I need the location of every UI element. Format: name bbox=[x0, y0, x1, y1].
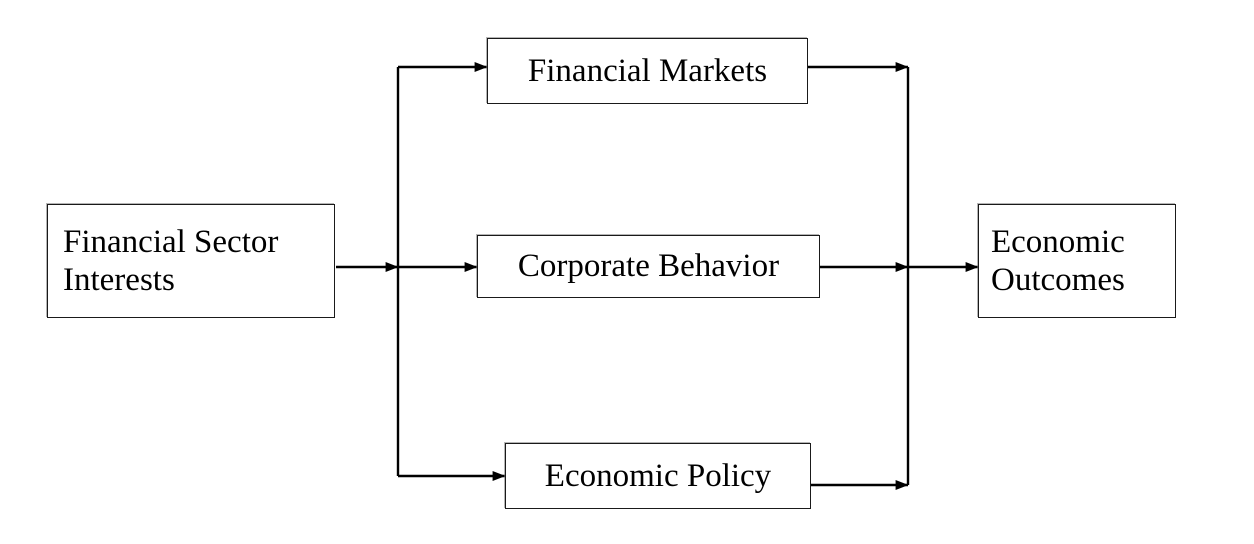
node-financial-sector-interests-label: Financial Sector Interests bbox=[63, 223, 279, 298]
node-financial-markets: Financial Markets bbox=[487, 38, 808, 104]
node-financial-markets-label: Financial Markets bbox=[527, 52, 768, 89]
node-economic-outcomes: Economic Outcomes bbox=[978, 204, 1176, 318]
node-economic-policy: Economic Policy bbox=[505, 443, 811, 509]
node-economic-outcomes-label: Economic Outcomes bbox=[991, 223, 1125, 298]
node-corporate-behavior: Corporate Behavior bbox=[477, 235, 820, 298]
node-financial-sector-interests: Financial Sector Interests bbox=[47, 204, 335, 318]
node-corporate-behavior-label: Corporate Behavior bbox=[517, 248, 780, 285]
node-economic-policy-label: Economic Policy bbox=[544, 457, 772, 494]
